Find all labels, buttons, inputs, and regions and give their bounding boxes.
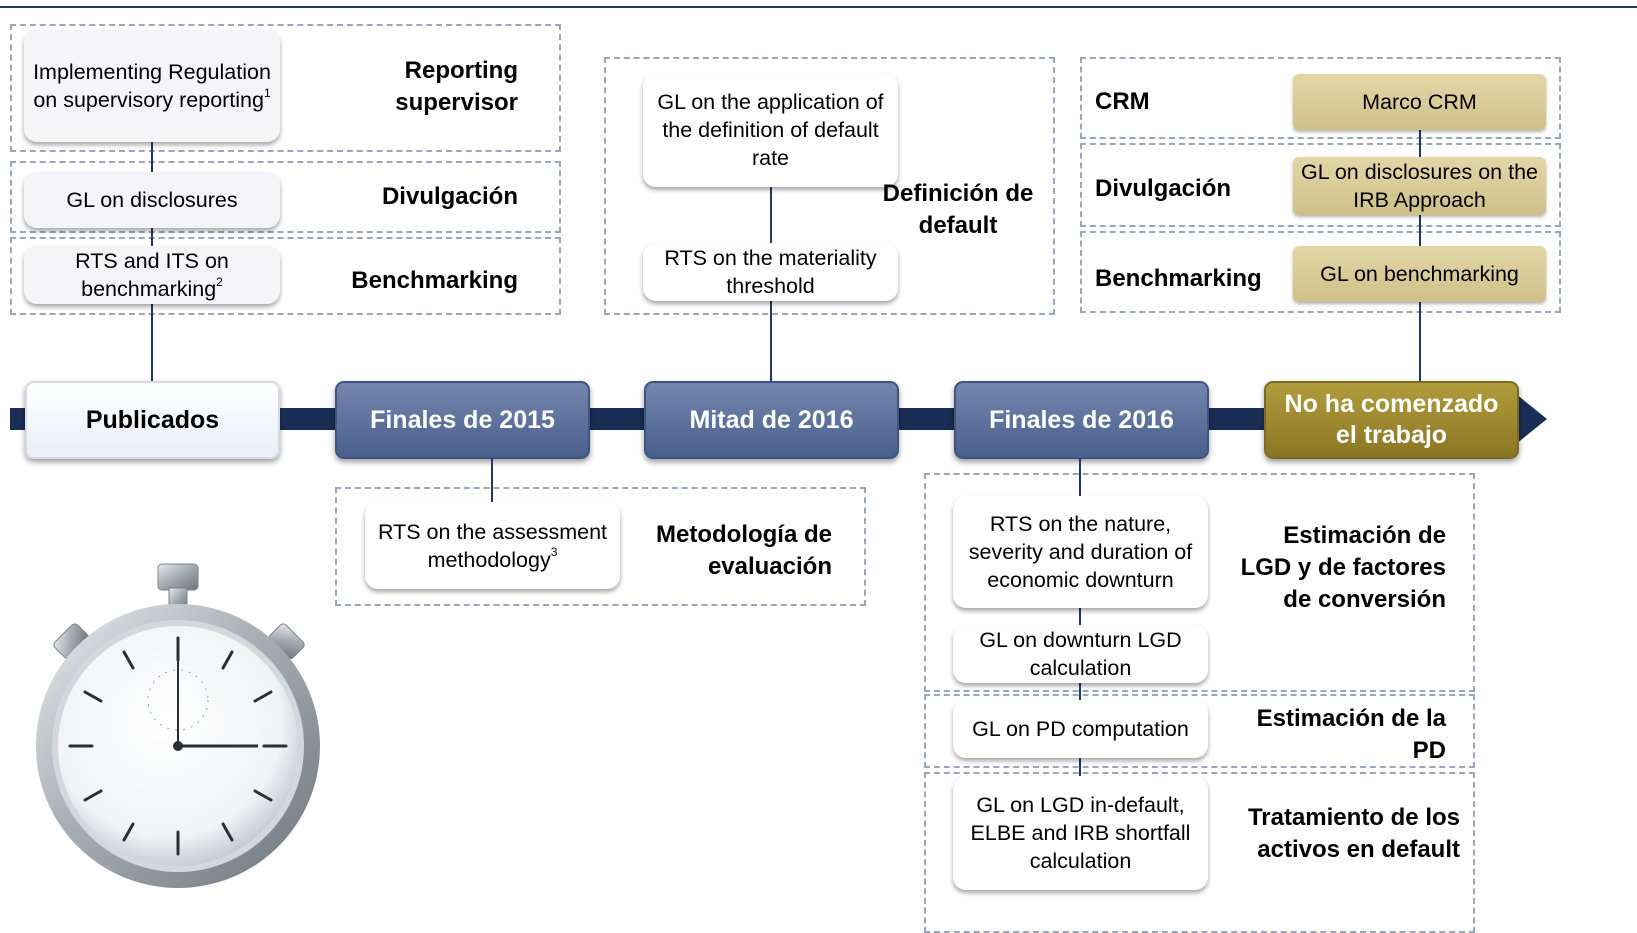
group-benchmarking (10, 237, 561, 315)
box-rts-assessment: RTS on the assessment methodology3 (365, 502, 620, 589)
top-rule (0, 6, 1637, 8)
label-reporting-supervisor: Reporting supervisor (395, 57, 518, 116)
box-gl-disclosures: GL on disclosures (24, 172, 280, 228)
group-metodologia (335, 487, 866, 606)
group-crm (1080, 57, 1561, 139)
milestone-finales-2015: Finales de 2015 (335, 381, 590, 459)
box-rts-materiality: RTS on the materiality threshold (643, 243, 898, 301)
box-rts-downturn: RTS on the nature, severity and duration… (953, 496, 1208, 608)
connector-finales-2015 (491, 458, 493, 502)
label-benchmarking: Benchmarking (351, 267, 518, 294)
group-pd (924, 694, 1475, 768)
box-implementing-regulation: Implementing Regulation on supervisory r… (24, 30, 280, 142)
milestone-publicados: Publicados (25, 381, 280, 459)
stopwatch-icon (36, 563, 320, 888)
group-benchmarking-nc (1080, 231, 1561, 313)
box-rts-its-benchmarking: RTS and ITS on benchmarking2 (24, 246, 280, 304)
label-metodologia: Metodología de evaluación (656, 521, 832, 580)
box-gl-downturn-lgd: GL on downturn LGD calculation (953, 625, 1208, 683)
label-estimacion-lgd: Estimación de LGD y de factores de conve… (1240, 522, 1446, 613)
milestone-no-comenzado: No ha comenzado el trabajo (1264, 381, 1519, 459)
box-marco-crm: Marco CRM (1293, 74, 1546, 130)
group-divulgacion-irb (1080, 143, 1561, 227)
group-definicion-default (604, 57, 1055, 315)
label-estimacion-pd: Estimación de la PD (1256, 705, 1446, 764)
milestone-mitad-2016: Mitad de 2016 (644, 381, 899, 459)
label-tratamiento-default: Tratamiento de los activos en default (1247, 804, 1460, 863)
label-crm: CRM (1095, 88, 1150, 115)
group-lgd (924, 473, 1475, 692)
box-gl-definition-default: GL on the application of the definition … (643, 73, 898, 187)
label-divulgacion-nc: Divulgación (1095, 175, 1232, 202)
box-gl-lgd-in-default: GL on LGD in-default, ELBE and IRB short… (953, 776, 1208, 890)
box-gl-pd: GL on PD computation (953, 700, 1208, 758)
label-definicion-default: Definición de default (882, 180, 1034, 239)
label-benchmarking-nc: Benchmarking (1095, 265, 1262, 292)
group-reporting (10, 24, 561, 152)
box-gl-disclosures-irb: GL on disclosures on the IRB Approach (1293, 157, 1546, 215)
box-gl-benchmarking: GL on benchmarking (1293, 246, 1546, 302)
timeline-arrowhead (1516, 394, 1547, 444)
group-divulgacion (10, 161, 561, 233)
milestone-finales-2016: Finales de 2016 (954, 381, 1209, 459)
group-default (924, 772, 1475, 933)
label-divulgacion: Divulgación (381, 183, 518, 210)
